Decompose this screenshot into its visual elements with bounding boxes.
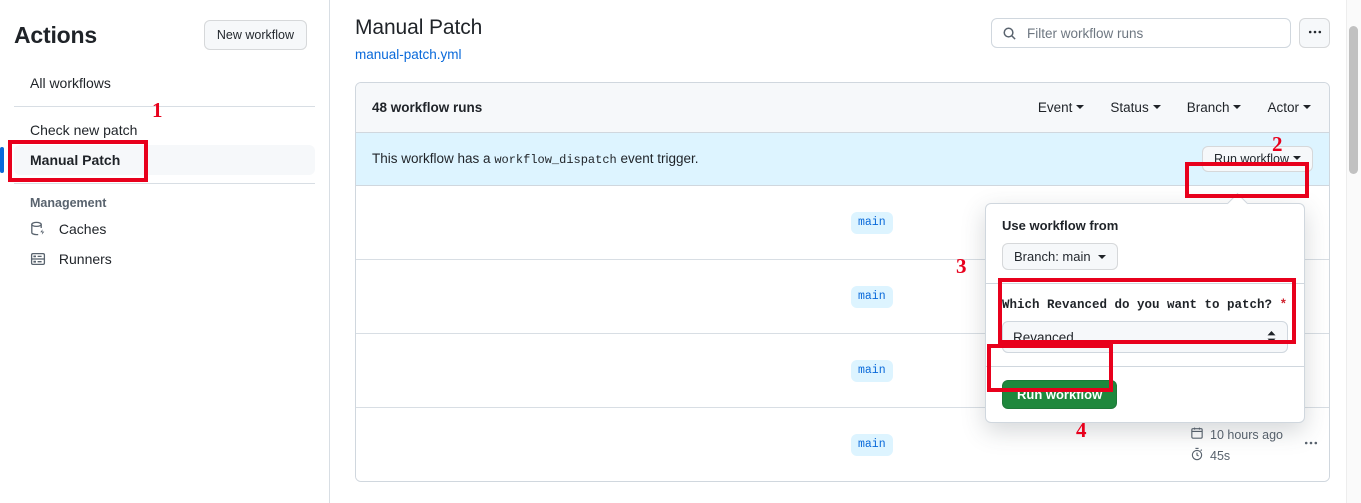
filter-label: Branch (1186, 100, 1230, 115)
branch-chip[interactable]: main (851, 211, 893, 234)
run-timestamp: 10 hours ago (1190, 426, 1283, 443)
revanced-select[interactable]: Revanced (1002, 321, 1288, 353)
filter-status[interactable]: Status (1110, 100, 1161, 115)
filter-label: Status (1110, 100, 1149, 115)
workflow-nav-list: All workflows Check new patch Manual Pat… (0, 68, 329, 274)
branch-chip[interactable]: main (851, 359, 893, 382)
chevron-down-icon (1076, 105, 1085, 109)
workflow-file-link[interactable]: manual-patch.yml (355, 47, 462, 62)
header-kebab-button[interactable] (1299, 18, 1330, 48)
branch-chip[interactable]: main (851, 434, 893, 456)
use-workflow-from-section: Use workflow from Branch: main (986, 204, 1304, 284)
run-duration-text: 45s (1210, 448, 1231, 463)
sidebar-item-label: Runners (58, 251, 112, 267)
sidebar-item-runners[interactable]: Runners (14, 244, 315, 274)
workflow-runs-count: 48 workflow runs (372, 100, 483, 115)
actions-sidebar: Actions New workflow All workflows Check… (0, 0, 330, 503)
sidebar-item-label: All workflows (30, 75, 111, 91)
page-scrollbar[interactable] (1346, 0, 1361, 503)
popover-footer: Run workflow (986, 367, 1304, 422)
branch-select-label: Branch: main (1014, 249, 1091, 264)
cache-icon (30, 221, 46, 237)
run-timestamp-text: 10 hours ago (1210, 427, 1283, 442)
runs-filters: Event Status Branch Actor (1038, 100, 1313, 115)
sidebar-item-label: Manual Patch (30, 152, 121, 168)
page-title: Manual Patch (355, 16, 483, 39)
sidebar-item-check-new-patch[interactable]: Check new patch (14, 115, 315, 145)
search-input[interactable] (1025, 24, 1282, 42)
main-right-edge (1345, 0, 1346, 503)
run-workflow-popover: Use workflow from Branch: main Which Rev… (985, 203, 1305, 423)
filter-label: Actor (1267, 100, 1299, 115)
sort-updown-icon (1266, 330, 1277, 344)
filter-label: Event (1037, 100, 1073, 115)
submit-run-workflow-button[interactable]: Run workflow (1002, 380, 1118, 409)
runs-panel-header: 48 workflow runs Event Status Branch Act… (356, 83, 1329, 133)
sidebar-item-all-workflows[interactable]: All workflows (14, 68, 315, 98)
use-workflow-from-label: Use workflow from (1002, 218, 1119, 233)
run-workflow-dropdown-button[interactable]: Run workflow (1201, 146, 1313, 172)
workflow-input-label: Which Revanced do you want to patch? * (1002, 298, 1288, 312)
sidebar-item-caches[interactable]: Caches (14, 214, 315, 244)
dispatch-event-code: workflow_dispatch (494, 153, 617, 167)
branch-select-button[interactable]: Branch: main (1002, 243, 1118, 270)
sidebar-item-label: Caches (58, 221, 107, 237)
filter-branch[interactable]: Branch (1187, 100, 1242, 115)
chevron-down-icon (1097, 254, 1106, 259)
workflow-title-block: Manual Patch manual-patch.yml (355, 14, 482, 65)
workflow-header: Manual Patch manual-patch.yml (355, 14, 1330, 65)
stopwatch-icon (1190, 447, 1204, 464)
run-workflow-label: Run workflow (1213, 152, 1289, 166)
sidebar-header: Actions New workflow (0, 0, 329, 60)
sidebar-item-label: Check new patch (30, 122, 138, 138)
workflow-input-label-text: Which Revanced do you want to patch? (1002, 298, 1273, 312)
filter-workflow-runs-box[interactable] (991, 18, 1291, 48)
chevron-down-icon (1303, 105, 1311, 109)
run-meta: 10 hours ago 45s (1190, 426, 1283, 464)
sidebar-title: Actions (14, 21, 97, 48)
filter-actor[interactable]: Actor (1267, 100, 1311, 115)
sidebar-divider (14, 183, 315, 184)
chevron-down-icon (1152, 105, 1161, 109)
workflow-input-section: Which Revanced do you want to patch? * R… (986, 284, 1304, 367)
required-marker: * (1279, 298, 1288, 312)
header-actions (991, 14, 1330, 48)
dispatch-banner-text: This workflow has a workflow_dispatch ev… (372, 151, 699, 167)
filter-event[interactable]: Event (1038, 100, 1085, 115)
workflow-dispatch-banner: This workflow has a workflow_dispatch ev… (356, 133, 1329, 186)
row-kebab-button[interactable] (1303, 435, 1319, 456)
server-icon (30, 251, 46, 267)
new-workflow-button[interactable]: New workflow (203, 20, 307, 50)
page-scrollbar-thumb[interactable] (1349, 26, 1358, 174)
run-duration: 45s (1190, 447, 1283, 464)
calendar-icon (1190, 426, 1204, 443)
chevron-down-icon (1293, 156, 1301, 160)
dispatch-text-before: This workflow has a (372, 151, 491, 166)
revanced-select-value: Revanced (1013, 329, 1074, 345)
branch-chip[interactable]: main (851, 285, 893, 308)
sidebar-item-manual-patch[interactable]: Manual Patch (0, 145, 315, 175)
chevron-down-icon (1233, 105, 1242, 109)
kebab-horizontal-icon (1307, 24, 1323, 43)
sidebar-section-management: Management (30, 196, 107, 210)
sidebar-divider (14, 106, 315, 107)
dispatch-text-after: event trigger. (620, 151, 699, 166)
search-icon (1002, 26, 1017, 41)
